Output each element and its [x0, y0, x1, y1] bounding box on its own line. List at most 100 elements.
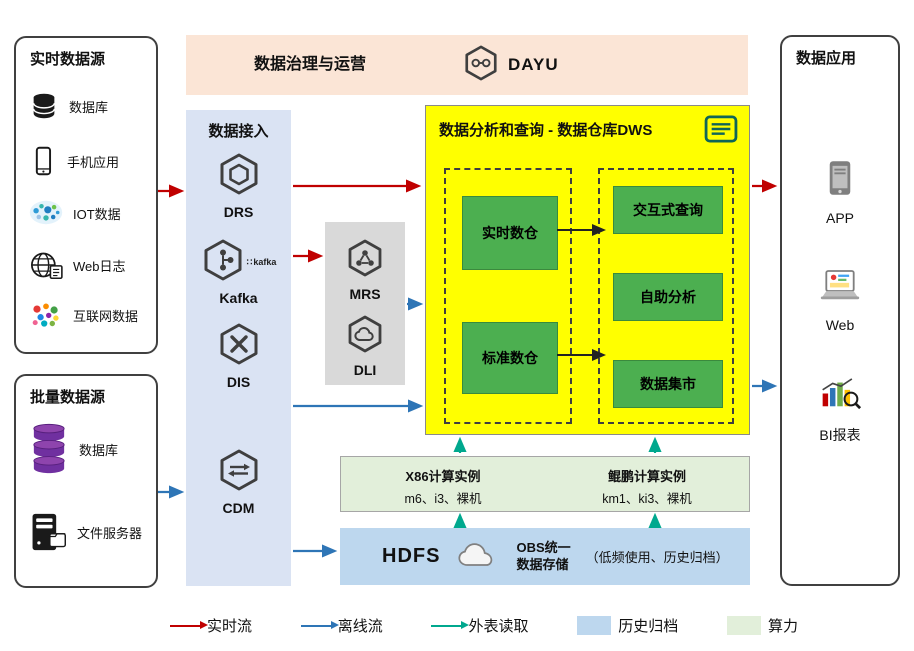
web-browser-icon [819, 269, 861, 309]
dayu-label: DAYU [508, 55, 559, 74]
list-item: Web日志 [28, 250, 154, 285]
service-label: CDM [222, 500, 255, 516]
cdm-hexagon-icon [217, 448, 261, 497]
item-label: 手机应用 [67, 155, 120, 171]
x86-instance: X86计算实例 m6、i3、裸机 [341, 457, 545, 511]
governance-title: 数据治理与运营 [254, 56, 367, 73]
obs-cloud-icon [455, 540, 501, 574]
service-label: MRS [349, 286, 381, 302]
kafka-icon-row: kafka [201, 238, 276, 287]
batch-sources-title: 批量数据源 [30, 389, 106, 406]
list-item: 手机应用 [28, 146, 154, 181]
item-label: 文件服务器 [77, 526, 143, 542]
legend: 实时流 离线流 外表读取 历史归档 算力 [170, 615, 798, 636]
instance-title: 鲲鹏计算实例 [607, 469, 686, 484]
drs-hexagon-icon [217, 152, 261, 201]
compute-power-swatch [726, 616, 761, 635]
node-data-mart: 数据集市 [613, 360, 723, 408]
dws-box: 数据分析和查询 - 数据仓库DWS 实时数仓 标准数仓 交互式查询 自助分析 数… [425, 105, 750, 435]
legend-item-external-read: 外表读取 [431, 615, 528, 636]
service-label: DIS [226, 374, 251, 390]
iot-icon [28, 198, 64, 232]
service-dli: DLI [325, 314, 405, 378]
legend-item-archive: 历史归档 [577, 615, 678, 636]
realtime-sources-panel: 实时数据源 数据库 手机应用 IOT数据 Web日志 [14, 36, 158, 354]
internet-data-icon [28, 300, 64, 334]
realtime-flow-arrow [170, 621, 208, 630]
service-label: DRS [223, 204, 254, 220]
obs-storage-label: OBS统一 数据存储 [516, 540, 570, 574]
dli-hexagon-icon [345, 314, 385, 359]
node-self-service-analysis: 自助分析 [613, 273, 723, 321]
list-item: APP [782, 159, 898, 226]
list-item: BI报表 [782, 375, 898, 445]
service-mrs: MRS [325, 238, 405, 302]
data-apps-title: 数据应用 [796, 50, 857, 67]
app-phone-icon [826, 159, 854, 202]
history-archive-swatch [577, 616, 612, 635]
item-label: 互联网数据 [73, 308, 139, 324]
data-apps-panel: 数据应用 APP Web BI报表 [780, 35, 900, 586]
legend-label: 历史归档 [618, 618, 679, 635]
node-standard-warehouse: 标准数仓 [462, 322, 558, 394]
legend-item-realtime: 实时流 [170, 615, 252, 636]
legend-item-compute: 算力 [726, 615, 798, 636]
database-stack-icon [28, 422, 70, 480]
compute-instances-box: X86计算实例 m6、i3、裸机 鲲鹏计算实例 km1、ki3、裸机 [340, 456, 750, 512]
item-label: Web日志 [73, 259, 126, 275]
mobile-app-icon [28, 146, 58, 181]
kafka-hexagon-icon [201, 238, 245, 287]
item-label: APP [825, 210, 854, 226]
service-dis: DIS [186, 322, 291, 390]
database-icon [28, 90, 60, 127]
file-server-icon [28, 512, 68, 557]
dayu-product: DAYU [462, 35, 559, 95]
data-access-title: 数据接入 [208, 123, 269, 140]
external-read-arrow [431, 621, 470, 630]
service-drs: DRS [186, 152, 291, 220]
service-cdm: CDM [186, 448, 291, 516]
list-item: Web [782, 269, 898, 333]
kafka-logo: kafka [247, 257, 276, 268]
warehouse-group: 实时数仓 标准数仓 [444, 168, 572, 424]
bi-report-icon [819, 375, 862, 417]
realtime-sources-title: 实时数据源 [30, 51, 106, 68]
legend-item-offline: 离线流 [300, 615, 383, 636]
list-item: 文件服务器 [28, 512, 154, 557]
list-item: 互联网数据 [28, 300, 154, 334]
node-realtime-warehouse: 实时数仓 [462, 196, 558, 270]
service-kafka: kafka Kafka [186, 238, 291, 306]
legend-label: 实时流 [207, 618, 253, 635]
obs-line1: OBS统一 [516, 539, 571, 555]
list-item: 数据库 [28, 90, 154, 127]
storage-box: HDFS OBS统一 数据存储 （低频使用、历史归档） [340, 528, 750, 585]
node-interactive-query: 交互式查询 [613, 186, 723, 234]
governance-banner: 数据治理与运营 DAYU [186, 35, 748, 95]
dis-hexagon-icon [217, 322, 261, 371]
list-item: 数据库 [28, 422, 154, 480]
instance-title: X86计算实例 [405, 469, 481, 484]
item-label: BI报表 [819, 427, 861, 443]
query-group: 交互式查询 自助分析 数据集市 [598, 168, 734, 424]
mrs-hexagon-icon [345, 238, 385, 283]
item-label: 数据库 [79, 442, 119, 458]
batch-sources-panel: 批量数据源 数据库 文件服务器 [14, 374, 158, 588]
service-label: DLI [353, 362, 377, 378]
legend-label: 离线流 [337, 618, 383, 635]
item-label: Web [825, 317, 855, 333]
web-log-icon [28, 250, 64, 285]
instance-subtitle: km1、ki3、裸机 [602, 492, 692, 506]
legend-label: 外表读取 [468, 618, 529, 635]
service-label: Kafka [219, 290, 258, 306]
list-item: IOT数据 [28, 198, 154, 232]
item-label: 数据库 [69, 100, 109, 116]
offline-flow-arrow [300, 621, 339, 630]
obs-line2: 数据存储 [516, 556, 569, 572]
instance-subtitle: m6、i3、裸机 [404, 492, 482, 506]
item-label: IOT数据 [73, 206, 121, 222]
obs-note: （低频使用、历史归档） [585, 550, 729, 565]
dws-title: 数据分析和查询 - 数据仓库DWS [439, 122, 653, 139]
hdfs-label: HDFS [382, 545, 441, 567]
kunpeng-instance: 鲲鹏计算实例 km1、ki3、裸机 [545, 457, 749, 511]
